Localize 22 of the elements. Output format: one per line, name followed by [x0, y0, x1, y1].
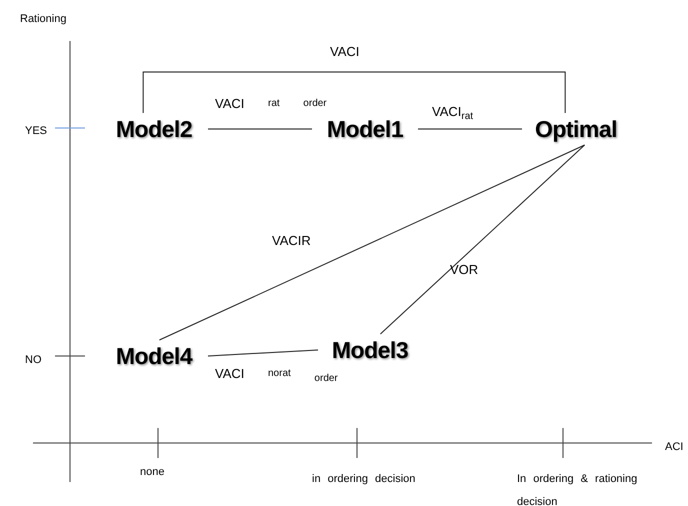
axis-label: Rationing — [20, 12, 66, 27]
bracket-connector — [142, 72, 566, 114]
connector-line — [380, 144, 586, 334]
axis-label: NO — [25, 353, 42, 368]
connector-line — [208, 128, 312, 130]
axis-label: ACI — [665, 440, 684, 455]
axis-label: none — [140, 465, 164, 480]
model-label: Model3 — [318, 334, 422, 366]
model-label: Model4 — [100, 340, 208, 372]
connector-line — [418, 128, 522, 130]
edge-label: VACI — [330, 44, 360, 60]
edge-label: VACI$_{rat}$ — [432, 104, 474, 120]
edge-label: VOR — [450, 262, 478, 278]
connector-line — [158, 144, 586, 340]
model-label: Model2 — [100, 113, 208, 145]
model-label: Optimal — [522, 113, 630, 145]
connector-line — [208, 350, 318, 356]
edge-label: VACIR — [272, 233, 311, 249]
axis-label: in ordering decision — [312, 472, 416, 487]
axis-label: In ordering & rationing decision — [517, 472, 638, 506]
axis-label: YES — [25, 124, 48, 139]
model-label: Model1 — [312, 113, 418, 145]
